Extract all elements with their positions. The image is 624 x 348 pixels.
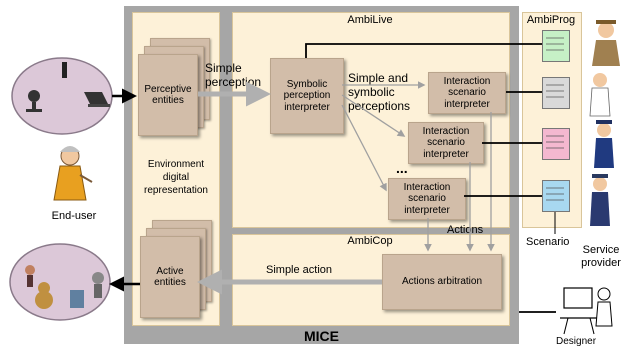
interaction-interpreter-box-1: Interaction scenario interpreter — [428, 72, 506, 114]
simple-action-label: Simple action — [266, 264, 333, 276]
mice-label: MICE — [304, 328, 339, 344]
actions-arbitration-label: Actions arbitration — [401, 276, 483, 288]
detective-icon — [592, 20, 620, 66]
police-officer-icon — [594, 120, 614, 168]
interaction-interpreter-label-2: Interaction scenario interpreter — [422, 125, 470, 160]
designer-label: Designer — [556, 336, 597, 347]
environment-label: Environment digital representation — [144, 159, 208, 196]
actions-label: Actions — [447, 224, 484, 236]
active-entities-box: Active entities — [140, 236, 200, 318]
interaction-interpreter-box-2: Interaction scenario interpreter — [408, 122, 484, 164]
symbolic-perception-interpreter-box: Symbolic perception interpreter — [270, 58, 344, 134]
interaction-interpreter-box-3: Interaction scenario interpreter — [388, 178, 466, 220]
service-provider-label: Service provider — [581, 244, 621, 269]
ambilive-label: AmbiLive — [347, 14, 393, 26]
scenario-document-1 — [542, 30, 570, 62]
active-entities-label: Active entities — [154, 265, 186, 289]
scenario-document-3 — [542, 128, 570, 160]
symbolic-interpreter-label: Symbolic perception interpreter — [283, 78, 331, 113]
scenario-document-2 — [542, 77, 570, 109]
ellipsis-label: ... — [396, 160, 408, 176]
interaction-interpreter-label-1: Interaction scenario interpreter — [443, 75, 491, 110]
sensors-cluster-icon — [11, 57, 113, 135]
actions-arbitration-box: Actions arbitration — [382, 254, 502, 310]
pilot-icon — [590, 174, 610, 226]
ambiprog-label: AmbiProg — [526, 14, 576, 26]
scenario-document-4 — [542, 180, 570, 212]
end-user-label: End-user — [51, 210, 97, 222]
perceptive-entities-box: Perceptive entities — [138, 54, 198, 136]
scenario-label: Scenario — [526, 236, 570, 248]
actuators-cluster-icon — [9, 243, 111, 321]
designer-at-computer-icon — [560, 287, 613, 335]
perceptive-entities-label: Perceptive entities — [144, 83, 192, 107]
elderly-woman-icon — [53, 146, 93, 201]
ambicop-label: AmbiCop — [347, 235, 393, 247]
interaction-interpreter-label-3: Interaction scenario interpreter — [403, 181, 451, 216]
doctor-icon — [589, 73, 611, 117]
